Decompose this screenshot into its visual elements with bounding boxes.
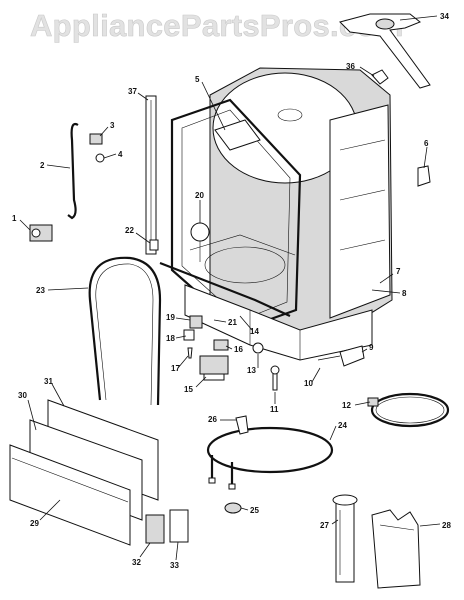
callout-11: 11 xyxy=(270,405,279,414)
power-cord xyxy=(367,392,450,428)
callout-labels: 1 2 3 4 5 6 7 8 9 10 11 12 13 14 15 16 1… xyxy=(12,12,451,570)
callout-8: 8 xyxy=(402,289,407,298)
callout-24: 24 xyxy=(338,421,347,430)
callout-7: 7 xyxy=(396,267,401,276)
insulation-pad-32 xyxy=(145,514,165,544)
callout-17: 17 xyxy=(171,364,180,373)
clip-13 xyxy=(252,342,264,354)
heating-element xyxy=(206,426,334,490)
callout-30: 30 xyxy=(18,391,27,400)
insulation-pad-33 xyxy=(169,509,189,543)
callout-28: 28 xyxy=(442,521,451,530)
callout-12: 12 xyxy=(342,401,351,410)
side-bracket xyxy=(417,165,431,187)
callout-29: 29 xyxy=(30,519,39,528)
float-bracket xyxy=(183,329,195,341)
watermark-logo: AppliancePartsPros.com xyxy=(30,8,404,43)
leader-lines xyxy=(19,15,441,561)
callout-34: 34 xyxy=(440,12,449,21)
element-clip xyxy=(235,415,249,435)
callout-36: 36 xyxy=(346,62,355,71)
tub-gasket-strip xyxy=(145,95,157,255)
callout-10: 10 xyxy=(304,379,313,388)
drain-filter xyxy=(332,494,358,583)
callout-14: 14 xyxy=(250,327,259,336)
callout-23: 23 xyxy=(36,286,45,295)
callout-3: 3 xyxy=(110,121,115,130)
callout-19: 19 xyxy=(166,313,175,322)
callout-5: 5 xyxy=(195,75,200,84)
callout-9: 9 xyxy=(369,343,374,352)
vent-fitting xyxy=(149,239,159,251)
mounting-bracket xyxy=(339,345,365,367)
toe-panel-assembly xyxy=(9,399,159,546)
callout-25: 25 xyxy=(250,506,259,515)
callout-27: 27 xyxy=(320,521,329,530)
callout-26: 26 xyxy=(208,415,217,424)
inlet-fitting xyxy=(89,133,103,145)
callout-4: 4 xyxy=(118,150,123,159)
fill-hose xyxy=(67,122,79,220)
inlet-washer xyxy=(95,153,105,163)
callout-15: 15 xyxy=(184,385,193,394)
callout-18: 18 xyxy=(166,334,175,343)
callout-33: 33 xyxy=(170,561,179,570)
spray-arm-bearing xyxy=(371,69,389,85)
dishwasher-tub xyxy=(159,67,393,361)
callout-37: 37 xyxy=(128,87,137,96)
callout-20: 20 xyxy=(195,191,204,200)
callout-1: 1 xyxy=(12,214,17,223)
callout-22: 22 xyxy=(125,226,134,235)
leg-foot xyxy=(270,365,280,375)
sump-housing xyxy=(371,509,421,589)
callout-6: 6 xyxy=(424,139,429,148)
water-inlet-valve xyxy=(29,224,53,242)
vent-cover xyxy=(199,355,229,381)
switch-actuator xyxy=(213,339,229,351)
float-switch xyxy=(189,315,203,329)
callout-2: 2 xyxy=(40,161,45,170)
callout-13: 13 xyxy=(247,366,256,375)
upper-spray-arm xyxy=(339,13,431,89)
callout-16: 16 xyxy=(234,345,243,354)
element-nut xyxy=(224,502,242,514)
callout-21: 21 xyxy=(228,318,237,327)
callout-31: 31 xyxy=(44,377,53,386)
door-seal xyxy=(88,256,162,406)
callout-32: 32 xyxy=(132,558,141,567)
screw-17 xyxy=(187,347,193,359)
